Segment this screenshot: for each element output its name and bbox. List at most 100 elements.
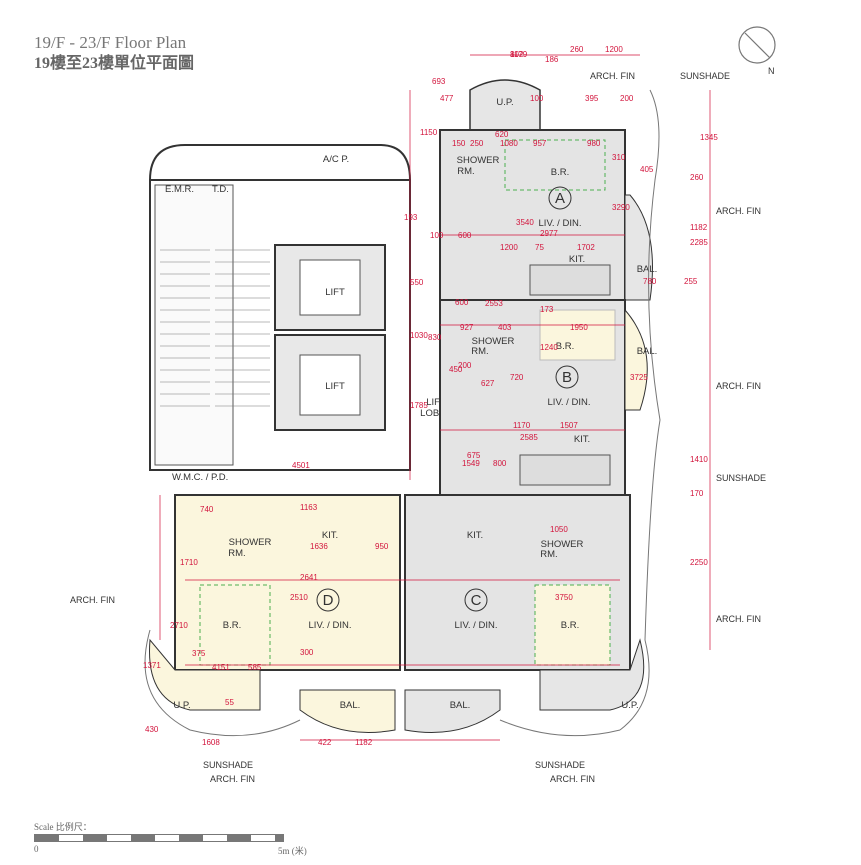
dimension-label: 1182 bbox=[690, 223, 708, 232]
arch-fin-callout-br: ARCH. FIN bbox=[550, 774, 595, 784]
lift-lobby-label-2: LOBBY bbox=[420, 408, 452, 419]
dimension-label: 1200 bbox=[500, 243, 518, 252]
dimension-label: 2250 bbox=[690, 558, 708, 567]
dimension-label: 1200 bbox=[605, 45, 623, 54]
dimension-label: 75 bbox=[535, 243, 544, 252]
dimension-label: 375 bbox=[192, 649, 206, 658]
dimension-label: 2977 bbox=[540, 229, 558, 238]
dimension-label: 422 bbox=[318, 738, 332, 747]
unit-d-shower-2: RM. bbox=[228, 548, 245, 559]
dimension-label: 100 bbox=[430, 231, 444, 240]
north-label: N bbox=[768, 66, 775, 76]
dimension-label: 450 bbox=[449, 365, 463, 374]
unit-a-kit: KIT. bbox=[569, 254, 585, 265]
unit-c-bal: BAL. bbox=[450, 700, 471, 711]
dimension-label: 55 bbox=[225, 698, 234, 707]
unit-c: KIT. SHOWER RM. C LIV. / DIN. B.R. U.P. … bbox=[404, 494, 645, 733]
dimension-label: 1163 bbox=[300, 503, 318, 512]
sunshade-callout-top: SUNSHADE bbox=[680, 71, 730, 81]
dimension-label: 627 bbox=[481, 379, 495, 388]
dimension-label: 3725 bbox=[630, 373, 648, 382]
unit-a-shower-2: RM. bbox=[457, 166, 474, 177]
unit-a-bal: BAL. bbox=[637, 264, 658, 275]
unit-d-kit: KIT. bbox=[322, 530, 338, 541]
dimension-label: 1950 bbox=[570, 323, 588, 332]
dimension-label: 4151 bbox=[212, 663, 230, 672]
dimension-label: 250 bbox=[470, 139, 484, 148]
dimension-label: 300 bbox=[300, 648, 314, 657]
dimension-label: 1240 bbox=[540, 343, 558, 352]
dimension-label: 1080 bbox=[500, 139, 518, 148]
unit-a-marker: A bbox=[555, 190, 565, 207]
dimension-label: 260 bbox=[570, 45, 584, 54]
unit-b-br: B.R. bbox=[556, 341, 574, 352]
lift-1-label: LIFT bbox=[325, 287, 345, 298]
dimension-label: 1785 bbox=[410, 401, 428, 410]
unit-d-up: U.P. bbox=[173, 700, 190, 711]
dimension-label: 193 bbox=[404, 213, 418, 222]
core-area: A/C P. E.M.R. T.D. LIFT LIFT W.M.C. / P.… bbox=[148, 144, 453, 483]
plan-title-zh: 19樓至23樓單位平面圖 bbox=[34, 55, 195, 72]
unit-b: SHOWER RM. B.R. B LIV. / DIN. KIT. BAL. bbox=[439, 299, 657, 496]
dimension-label: 4501 bbox=[292, 461, 310, 470]
unit-b-liv: LIV. / DIN. bbox=[548, 397, 591, 408]
north-arrow-icon: N bbox=[738, 26, 776, 76]
dimension-label: 477 bbox=[440, 94, 454, 103]
unit-b-kit: KIT. bbox=[574, 434, 590, 445]
dimension-label: 170 bbox=[690, 489, 704, 498]
wmc-label: W.M.C. / P.D. bbox=[172, 472, 228, 483]
plan-title: 19/F - 23/F Floor Plan 19樓至23樓單位平面圖 bbox=[34, 32, 194, 74]
sunshade-callout-bl: SUNSHADE bbox=[203, 760, 253, 770]
unit-d-marker: D bbox=[323, 592, 334, 609]
dimension-label: 1507 bbox=[560, 421, 578, 430]
dimension-label: 1050 bbox=[550, 525, 568, 534]
dimension-label: 780 bbox=[643, 277, 657, 286]
dimension-label: 830 bbox=[428, 333, 442, 342]
dimension-label: 600 bbox=[455, 298, 469, 307]
dimension-label: 1710 bbox=[180, 558, 198, 567]
dimension-label: 2710 bbox=[170, 621, 188, 630]
dimension-label: 600 bbox=[458, 231, 472, 240]
scale-five: 5m (米) bbox=[278, 846, 307, 856]
dimension-label: 693 bbox=[432, 77, 446, 86]
arch-fin-callout-b: ARCH. FIN bbox=[716, 381, 761, 391]
unit-b-shower-2: RM. bbox=[471, 346, 488, 357]
dimension-label: 430 bbox=[145, 725, 159, 734]
dimension-label: 1345 bbox=[700, 133, 718, 142]
unit-b-shower-1: SHOWER bbox=[472, 336, 515, 347]
unit-c-marker: C bbox=[471, 592, 482, 609]
dimension-label: 186 bbox=[545, 55, 559, 64]
dimension-label: 980 bbox=[587, 139, 601, 148]
unit-c-shower-1: SHOWER bbox=[541, 539, 584, 550]
unit-d-br: B.R. bbox=[223, 620, 241, 631]
dimension-label: 173 bbox=[540, 305, 554, 314]
dimension-label: 2553 bbox=[485, 299, 503, 308]
dimension-label: 405 bbox=[640, 165, 654, 174]
dimension-label: 1150 bbox=[420, 128, 438, 137]
dimension-label: 585 bbox=[248, 663, 262, 672]
dimension-label: 255 bbox=[684, 277, 698, 286]
dimension-label: 3540 bbox=[516, 218, 534, 227]
dimension-label: 1549 bbox=[462, 459, 480, 468]
dimension-label: 3290 bbox=[612, 203, 630, 212]
callouts: ARCH. FIN SUNSHADE ARCH. FIN ARCH. FIN S… bbox=[70, 71, 766, 784]
dimension-label: 1636 bbox=[310, 542, 328, 551]
sunshade-callout-br: SUNSHADE bbox=[535, 760, 585, 770]
dimension-label: 927 bbox=[460, 323, 474, 332]
td-label: T.D. bbox=[212, 184, 229, 195]
unit-d-bal: BAL. bbox=[340, 700, 361, 711]
unit-a-up-label: U.P. bbox=[496, 97, 513, 108]
dimension-label: 957 bbox=[533, 139, 547, 148]
lift-lobby-label-1: LIFT bbox=[426, 397, 446, 408]
sunshade-callout-right: SUNSHADE bbox=[716, 473, 766, 483]
dimension-label: 100 bbox=[530, 94, 544, 103]
dimension-label: 1182 bbox=[355, 738, 373, 747]
dimension-label: 3750 bbox=[555, 593, 573, 602]
dimension-label: 260 bbox=[690, 173, 704, 182]
dimension-label: 1030 bbox=[410, 331, 428, 340]
unit-d-liv: LIV. / DIN. bbox=[309, 620, 352, 631]
lift-2-label: LIFT bbox=[325, 381, 345, 392]
unit-b-marker: B bbox=[562, 369, 572, 386]
dimension-label: 1179 bbox=[510, 50, 528, 59]
